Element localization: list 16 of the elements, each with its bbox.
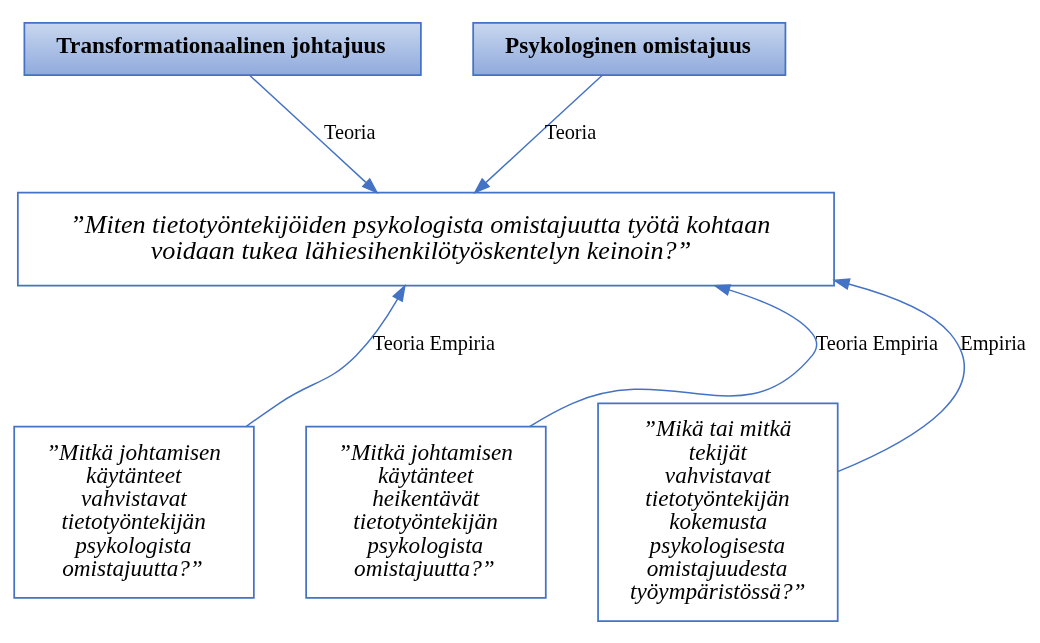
- arrow: [529, 283, 818, 427]
- arrow: [245, 283, 406, 427]
- edge-label: Teoria: [323, 120, 376, 143]
- node-box: ”Mitkä johtamisen käytänteet vahvistavat tietotyöntekijän psykologista omistajuutta?”: [13, 425, 255, 599]
- node-box: Psykologinen omistajuus: [472, 21, 787, 76]
- node-box: ”Miten tietotyöntekijöiden psykologista omistajuutta työtä kohtaan voidaan tukea lähiesihenkilötyöskentelyn keinoin?”: [16, 191, 835, 287]
- edge-label: Teoria Empiria: [815, 331, 939, 354]
- edge-label: Teoria: [544, 120, 597, 143]
- arrow: [248, 74, 379, 194]
- arrow: [473, 74, 603, 194]
- node-box: Transformationaalinen johtajuus: [23, 21, 422, 76]
- edge-label: Empiria: [960, 331, 1026, 354]
- node-box: ”Mitkä johtamisen käytänteet heikentävät tietotyöntekijän psykologista omistajuutta?”: [305, 425, 547, 599]
- edge-label: Teoria Empiria: [372, 331, 496, 354]
- arrow: [832, 277, 965, 472]
- node-box: ”Mikä tai mitkä tekijät vahvistavat tietotyöntekijän kokemusta psykologisesta omistajuudesta työympäristössä?”: [597, 401, 839, 622]
